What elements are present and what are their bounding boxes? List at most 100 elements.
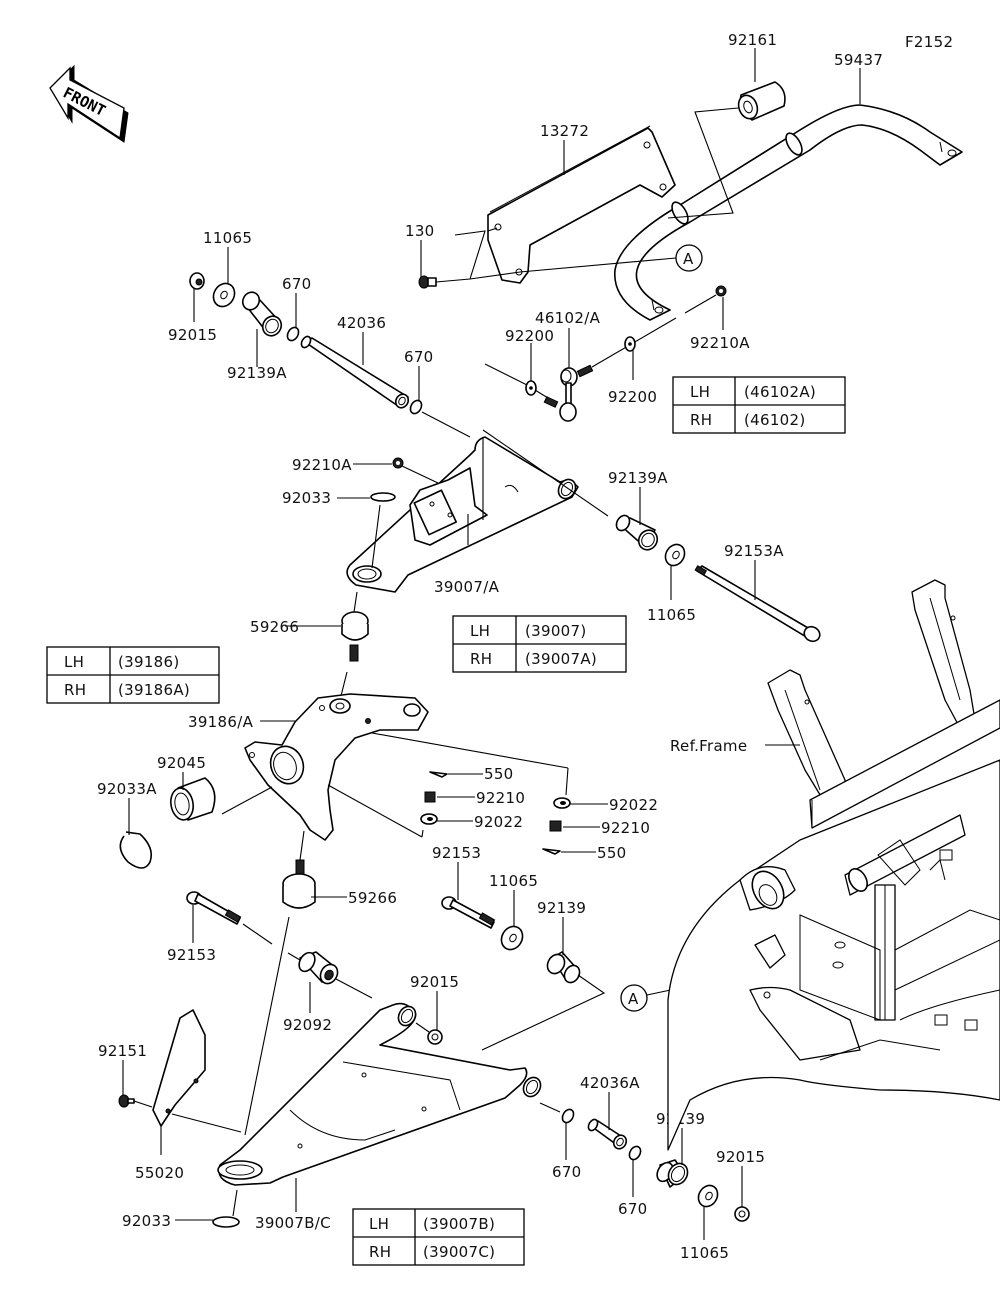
- label-59437: 59437: [834, 51, 883, 69]
- table-upper-arm: LH (39007) RH (39007A): [452, 615, 627, 673]
- collar-42036A: [587, 1118, 628, 1150]
- label-13272: 13272: [540, 122, 589, 140]
- table-cell: RH: [64, 681, 86, 699]
- svg-text:A: A: [683, 250, 694, 268]
- bushing-92092: [298, 951, 339, 985]
- o-ring-670-c: [561, 1108, 575, 1124]
- ball-joint-59266-top: [341, 611, 369, 662]
- o-ring-670-a: [286, 326, 300, 342]
- label-92033A: 92033A: [97, 780, 157, 798]
- label-39007BC: 39007B/C: [255, 1214, 331, 1232]
- bolt-92153-left: [186, 891, 242, 925]
- label-92161: 92161: [728, 31, 777, 49]
- label-670-b: 670: [404, 348, 434, 366]
- label-39186A: 39186/A: [188, 713, 254, 731]
- table-cell: (39186A): [118, 681, 190, 699]
- washer-11065-right: [697, 1184, 719, 1208]
- label-11065-low: 11065: [489, 872, 538, 890]
- cotter-pin-550-b: [542, 848, 561, 855]
- label-92015-mid: 92015: [410, 973, 459, 991]
- table-knuckle: LH (39186) RH (39186A): [46, 646, 220, 704]
- table-cell: RH: [470, 650, 492, 668]
- label-46102A: 46102/A: [535, 309, 601, 327]
- label-670-a: 670: [282, 275, 312, 293]
- label-59266-low: 59266: [348, 889, 397, 907]
- nut-92015-top: [189, 272, 205, 290]
- label-11065-top: 11065: [203, 229, 252, 247]
- table-cell: RH: [369, 1243, 391, 1261]
- label-550-a: 550: [484, 765, 514, 783]
- reference-frame: [667, 579, 1000, 1151]
- label-92153-mid: 92153: [432, 844, 481, 862]
- label-42036A: 42036A: [580, 1074, 640, 1092]
- label-92153-left: 92153: [167, 946, 216, 964]
- callout-a-lower: A: [620, 984, 648, 1012]
- label-92015-right: 92015: [716, 1148, 765, 1166]
- front-arrow-icon: FRONT: [49, 64, 129, 143]
- ball-joint-59266-low: [282, 859, 316, 909]
- nut-92015-right: [734, 1206, 750, 1222]
- callout-a-top: A: [675, 244, 703, 272]
- ring-92033-low: [212, 1216, 240, 1228]
- label-92033-low: 92033: [122, 1212, 171, 1230]
- figure-id: F2152: [905, 33, 953, 51]
- washer-11065-low: [500, 925, 524, 951]
- table-lower-arm: LH (39007B) RH (39007C): [352, 1208, 525, 1266]
- label-92153A: 92153A: [724, 542, 784, 560]
- label-130: 130: [405, 222, 435, 240]
- label-92210A-top: 92210A: [690, 334, 750, 352]
- table-cell: (39007B): [423, 1215, 495, 1233]
- label-92092: 92092: [283, 1016, 332, 1034]
- label-670-c: 670: [552, 1163, 582, 1181]
- bracket-13272: [487, 125, 676, 284]
- bearing-92045: [170, 777, 216, 821]
- bushing-92139A-right: [615, 514, 659, 551]
- table-cell: (46102A): [744, 383, 816, 401]
- label-92033-top: 92033: [282, 489, 331, 507]
- label-92022-b: 92022: [609, 796, 658, 814]
- castle-nut-92210-a: [424, 791, 436, 803]
- table-cell: LH: [470, 622, 490, 640]
- table-cell: RH: [690, 411, 712, 429]
- label-92139A-left: 92139A: [227, 364, 287, 382]
- table-stabilizer-link: LH (46102A) RH (46102): [672, 376, 846, 434]
- table-cell: (39007): [525, 622, 587, 640]
- label-92200-right: 92200: [608, 388, 657, 406]
- bushing-92139-right: [656, 1159, 689, 1188]
- table-cell: (39186): [118, 653, 180, 671]
- table-cell: LH: [369, 1215, 389, 1233]
- label-ref-frame: Ref.Frame: [670, 737, 747, 755]
- table-cell: (39007C): [423, 1243, 495, 1261]
- svg-text:A: A: [628, 990, 639, 1008]
- ring-92033-top: [370, 492, 396, 502]
- label-92210A-mid: 92210A: [292, 456, 352, 474]
- stabilizer-link-46102: [543, 364, 594, 422]
- circlip-92033A: [119, 831, 153, 869]
- bolt-92153A: [694, 565, 821, 643]
- cotter-pin-550-a: [429, 771, 448, 778]
- table-cell: (46102): [744, 411, 806, 429]
- label-670-d: 670: [618, 1200, 648, 1218]
- o-ring-670-b: [409, 399, 423, 415]
- label-92022-a: 92022: [474, 813, 523, 831]
- washer-11065-mid: [664, 543, 686, 567]
- label-92151: 92151: [98, 1042, 147, 1060]
- label-92210-b: 92210: [601, 819, 650, 837]
- steering-knuckle: [244, 693, 429, 841]
- table-cell: (39007A): [525, 650, 597, 668]
- label-11065-mid: 11065: [647, 606, 696, 624]
- bolt-92151: [118, 1094, 135, 1108]
- label-92210-a: 92210: [476, 789, 525, 807]
- bolt-130: [418, 275, 437, 289]
- bolt-92153-mid: [441, 896, 496, 929]
- lower-a-arm: [217, 1002, 542, 1186]
- label-59266-top: 59266: [250, 618, 299, 636]
- label-92139-low: 92139: [537, 899, 586, 917]
- label-92045: 92045: [157, 754, 206, 772]
- guard-55020: [152, 1009, 206, 1127]
- nut-92210A-top: [715, 285, 727, 297]
- table-cell: LH: [64, 653, 84, 671]
- bushing-92161: [737, 81, 786, 121]
- o-ring-670-d: [628, 1145, 642, 1161]
